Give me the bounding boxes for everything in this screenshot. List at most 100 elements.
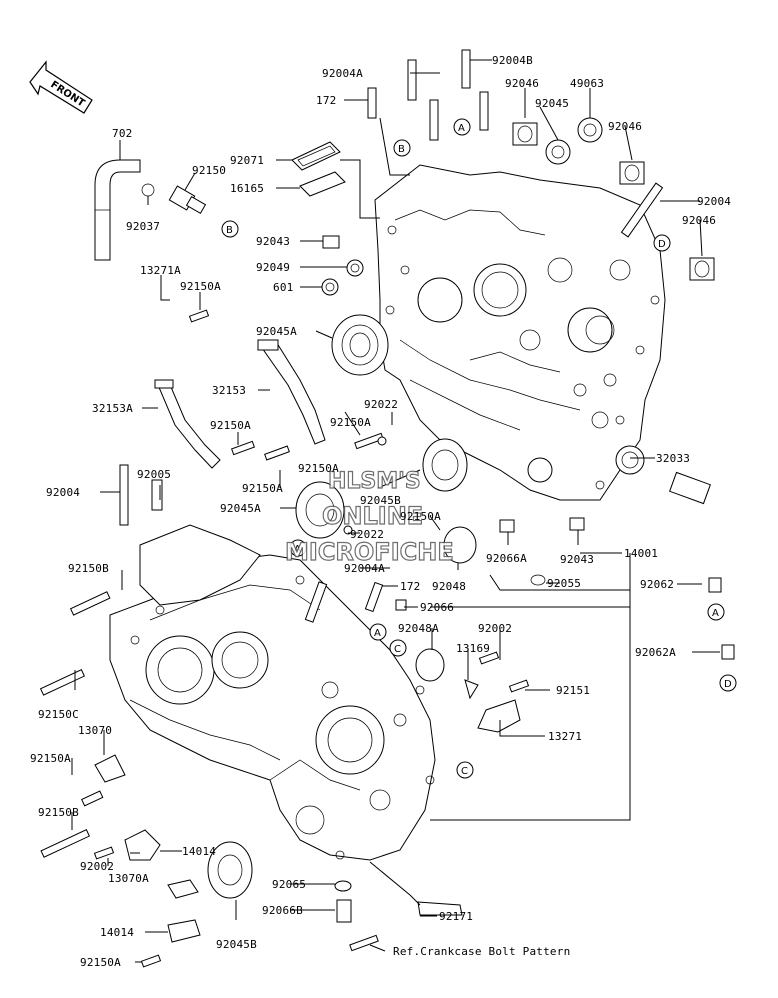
part-label: 92151 bbox=[556, 684, 590, 697]
part-label: 49063 bbox=[570, 77, 604, 90]
svg-text:C: C bbox=[394, 644, 401, 655]
part-label: 92046 bbox=[608, 120, 642, 133]
plug-92062A bbox=[721, 644, 735, 660]
part-label: 92045A bbox=[220, 502, 261, 515]
bearing-92046-b bbox=[619, 161, 645, 185]
gasket-92071 bbox=[291, 141, 341, 171]
watermark: HLSM'S ONLINE MICROFICHE bbox=[284, 468, 454, 566]
part-label: 92037 bbox=[126, 220, 160, 233]
bearing-92045-top bbox=[545, 139, 571, 165]
part-label: 92062 bbox=[640, 578, 674, 591]
part-label: 92150 bbox=[192, 164, 226, 177]
svg-text:A: A bbox=[374, 628, 381, 639]
part-label: 92150A bbox=[330, 416, 371, 429]
part-label: 92171 bbox=[439, 910, 473, 923]
part-label: 702 bbox=[112, 127, 132, 140]
clamp-92037 bbox=[141, 183, 155, 197]
bush-92066A bbox=[499, 519, 515, 533]
part-label: 92062A bbox=[635, 646, 676, 659]
svg-text:D: D bbox=[724, 679, 732, 690]
callout-c-icon: C bbox=[456, 761, 474, 779]
part-label: 14001 bbox=[624, 547, 658, 560]
part-label: 32033 bbox=[656, 452, 690, 465]
bearing-92045A-upper bbox=[331, 314, 389, 376]
part-label: 172 bbox=[400, 580, 420, 593]
part-label: 92066 bbox=[420, 601, 454, 614]
callout-a-icon: A bbox=[369, 623, 387, 641]
part-label: 92150A bbox=[180, 280, 221, 293]
bracket-13169 bbox=[464, 679, 479, 700]
oring-92055 bbox=[530, 574, 546, 586]
part-label: 13271A bbox=[140, 264, 181, 277]
svg-text:A: A bbox=[294, 544, 301, 555]
svg-text:A: A bbox=[458, 123, 465, 134]
lower-crankcase bbox=[109, 554, 436, 861]
part-label: 601 bbox=[273, 281, 293, 294]
cover-13070A bbox=[124, 829, 161, 861]
part-label: 92045B bbox=[360, 494, 401, 507]
svg-text:HLSM'S: HLSM'S bbox=[328, 469, 421, 494]
stud-92004B bbox=[461, 49, 489, 131]
part-label: 92150A bbox=[80, 956, 121, 969]
part-label: 92150A bbox=[210, 419, 251, 432]
part-label: 92049 bbox=[256, 261, 290, 274]
part-label: 92066A bbox=[486, 552, 527, 565]
bearing-92045B-lower bbox=[207, 841, 253, 899]
part-label: 14014 bbox=[182, 845, 216, 858]
part-label: 92004A bbox=[344, 562, 385, 575]
part-label: 92004B bbox=[492, 54, 533, 67]
part-label: 92150A bbox=[242, 482, 283, 495]
part-label: 13271 bbox=[548, 730, 582, 743]
part-label: 92066B bbox=[262, 904, 303, 917]
plate-13070 bbox=[94, 754, 126, 783]
part-label: 92043 bbox=[560, 553, 594, 566]
part-label: 172 bbox=[316, 94, 336, 107]
part-label: 92002 bbox=[478, 622, 512, 635]
svg-text:MICROFICHE: MICROFICHE bbox=[285, 538, 454, 566]
svg-text:ONLINE: ONLINE bbox=[322, 502, 423, 530]
callout-d-icon: D bbox=[719, 674, 737, 692]
callout-b-icon: B bbox=[393, 139, 411, 157]
part-label: 92150A bbox=[298, 462, 339, 475]
part-label: 92046 bbox=[682, 214, 716, 227]
part-label: 92150B bbox=[38, 806, 79, 819]
oil-pipe-32153A bbox=[154, 379, 221, 469]
mid-bracket bbox=[139, 524, 261, 606]
part-label: 13070 bbox=[78, 724, 112, 737]
part-label: 92045B bbox=[216, 938, 257, 951]
part-label: 92022 bbox=[364, 398, 398, 411]
part-label: 92048A bbox=[398, 622, 439, 635]
bolts bbox=[39, 309, 530, 968]
bracket-14014-a bbox=[167, 879, 199, 899]
part-label: 92004A bbox=[322, 67, 363, 80]
part-label: 92048 bbox=[432, 580, 466, 593]
part-label: 92150C bbox=[38, 708, 79, 721]
plate-13271 bbox=[477, 699, 521, 733]
bush-92043 bbox=[322, 235, 340, 249]
part-label: 92065 bbox=[272, 878, 306, 891]
callout-c-icon: C bbox=[389, 639, 407, 657]
seal-49063 bbox=[577, 117, 603, 143]
callout-markers: B B A D A A C A D C bbox=[221, 118, 737, 779]
svg-text:D: D bbox=[658, 239, 666, 250]
fitting-92150 bbox=[168, 185, 207, 215]
callout-a-icon: A bbox=[289, 539, 307, 557]
seal-92048 bbox=[443, 526, 477, 564]
part-label: 92004 bbox=[46, 486, 80, 499]
callout-b-icon: B bbox=[221, 220, 239, 238]
bearing-92045A-center bbox=[295, 481, 345, 539]
part-label: 92046 bbox=[505, 77, 539, 90]
svg-text:B: B bbox=[398, 144, 405, 155]
plate-16165 bbox=[299, 171, 346, 197]
front-arrow-icon: FRONT bbox=[29, 60, 93, 114]
stud-92004-right bbox=[620, 182, 664, 238]
part-label: 32153A bbox=[92, 402, 133, 415]
part-label: 92004 bbox=[697, 195, 731, 208]
plug-92062 bbox=[708, 577, 722, 593]
svg-text:A: A bbox=[712, 608, 719, 619]
part-label: 92045 bbox=[535, 97, 569, 110]
seal-92049 bbox=[346, 259, 364, 277]
part-labels: 92004B 92004A 172 92046 49063 92045 9204… bbox=[30, 54, 731, 969]
bearing-92045B-center bbox=[422, 438, 468, 492]
